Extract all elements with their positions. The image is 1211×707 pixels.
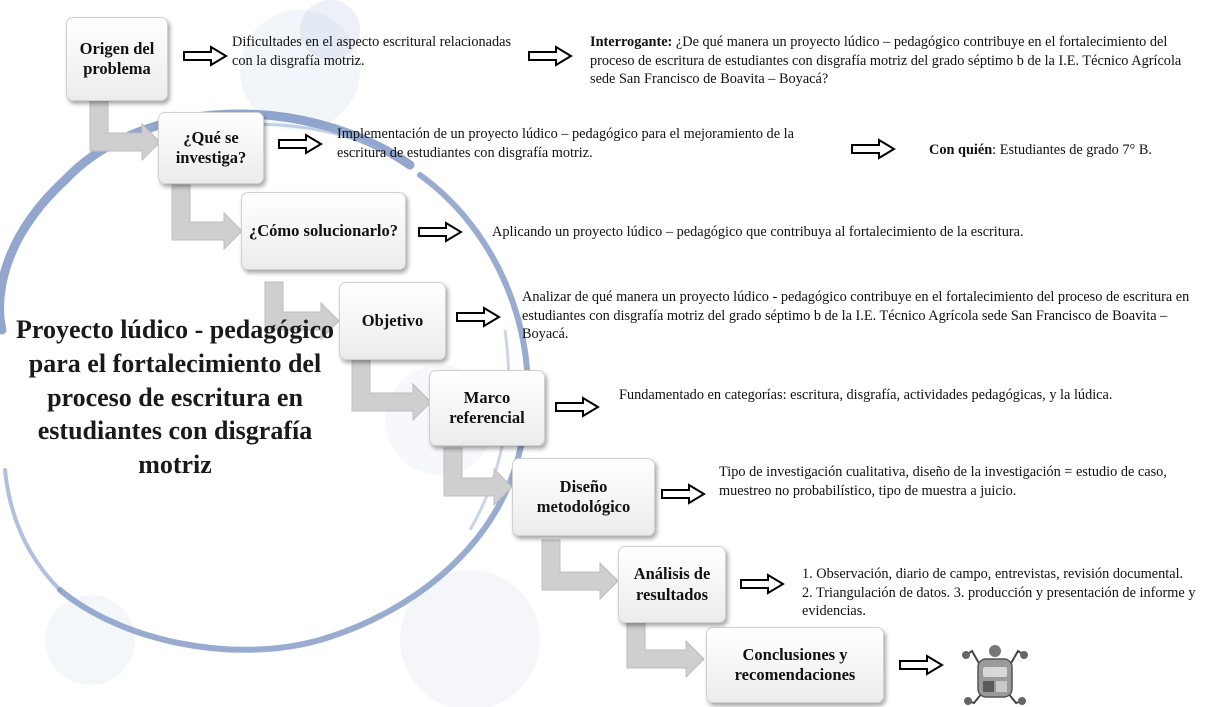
step-marco-referencial: Marco referencial [429,370,545,446]
diagram-title: Proyecto lúdico - pedagógico para el for… [16,315,334,480]
step-que-se-investiga: ¿Qué se investiga? [158,112,264,184]
robot-figure-icon [962,645,1028,705]
arrow-right-icon [456,306,501,328]
interrogante-body: ¿De qué manera un proyecto lúdico – peda… [590,34,1182,88]
arrow-right-icon [740,573,785,595]
marco-referencial-description: Fundamentado en categorías: escritura, d… [619,387,1113,403]
arrow-right-icon [278,133,323,155]
step-origen-del-problema: Origen del problema [66,17,168,101]
diseno-metodologico-description: Tipo de investigación cualitativa, diseñ… [719,464,1167,499]
analisis-de-resultados-description: 1. Observación, diario de campo, entrevi… [802,566,1196,620]
arrow-right-icon [851,138,896,160]
step-analisis-de-resultados: Análisis de resultados [618,546,726,623]
como-solucionarlo-description: Aplicando un proyecto lúdico – pedagógic… [492,224,1024,240]
step-objetivo: Objetivo [339,282,446,360]
origen-description: Dificultades en el aspecto escritural re… [232,34,512,69]
arrow-right-icon [183,45,228,67]
step-conclusiones-y-recomendaciones: Conclusiones y recomendaciones [706,627,884,703]
con-quien-body: : Estudiantes de grado 7° B. [992,142,1152,158]
con-quien-text: Con quién: Estudiantes de grado 7° B. [929,141,1209,160]
arrow-right-icon [899,654,944,676]
step-diseno-metodologico: Diseño metodológico [512,458,655,536]
objetivo-description: Analizar de qué manera un proyecto lúdic… [522,289,1190,343]
arrow-right-icon [661,483,706,505]
interrogante-label: Interrogante: [590,34,673,50]
arrow-right-icon [555,396,600,418]
que-se-investiga-description: Implementación de un proyecto lúdico – p… [337,126,794,161]
interrogante-text: Interrogante: ¿De qué manera un proyecto… [590,33,1192,89]
arrow-right-icon [528,45,573,67]
arrow-right-icon [418,221,463,243]
step-como-solucionarlo: ¿Cómo solucionarlo? [241,192,406,270]
con-quien-label: Con quién [929,142,993,158]
